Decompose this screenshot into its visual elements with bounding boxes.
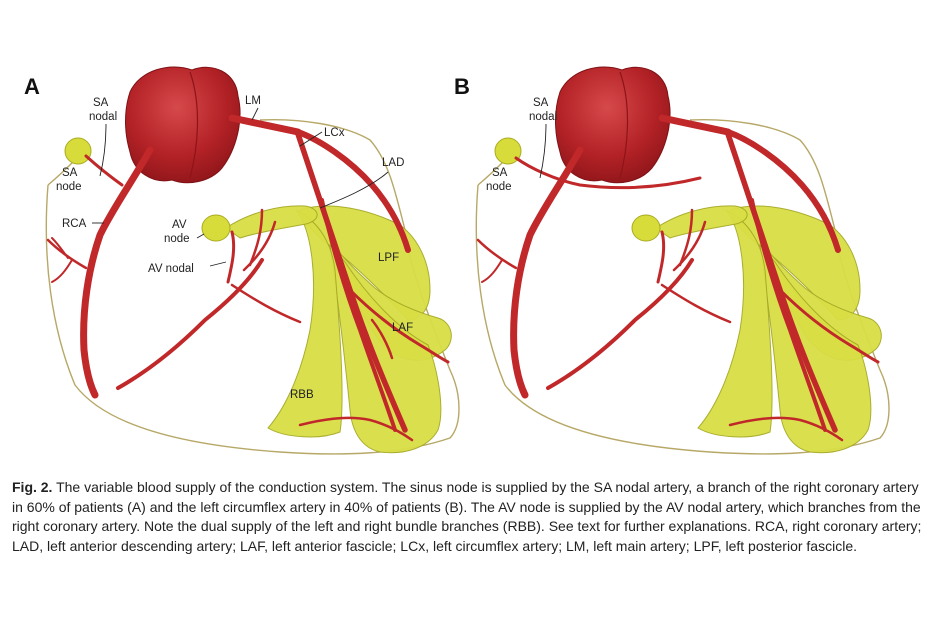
label-sa-node-a: SA node bbox=[56, 167, 82, 193]
leader-lad-a bbox=[319, 171, 389, 209]
rca-branch-b2 bbox=[481, 259, 503, 283]
conduction-system-figure: A SA bbox=[24, 66, 890, 455]
sa-node-a bbox=[64, 137, 92, 165]
rbb-fascicle-a bbox=[267, 209, 343, 438]
aorta-a bbox=[125, 66, 241, 184]
label-lm-a: LM bbox=[245, 95, 261, 107]
lm-artery-a bbox=[228, 114, 302, 136]
leader-sa-nodal-b bbox=[539, 123, 547, 179]
label-sa-nodal-b: SA nodal bbox=[529, 97, 557, 123]
lad-branch-b1 bbox=[750, 198, 827, 432]
label-av-node-a: AV node bbox=[164, 219, 190, 245]
caption-label: Fig. 2. bbox=[12, 479, 53, 495]
sa-nodal-artery-a bbox=[84, 154, 124, 187]
lad-branch-a4 bbox=[298, 416, 414, 442]
rca-artery-a bbox=[80, 146, 154, 399]
rca-artery-b bbox=[510, 146, 584, 399]
aorta-b bbox=[555, 66, 671, 184]
posterior-artery-b bbox=[546, 258, 694, 390]
posterior-artery-a bbox=[116, 258, 264, 390]
av-branch-a3 bbox=[230, 283, 302, 324]
label-lcx-a: LCx bbox=[324, 127, 345, 139]
av-node-a bbox=[201, 214, 231, 242]
av-branch-b2 bbox=[678, 208, 694, 267]
label-av-nodal-a: AV nodal bbox=[148, 263, 194, 275]
label-sa-nodal-a: SA nodal bbox=[89, 97, 117, 123]
sa-node-b bbox=[494, 137, 522, 165]
heart-outline-a bbox=[45, 118, 460, 455]
av-branch-b3 bbox=[660, 283, 732, 324]
rca-branch-a3 bbox=[51, 237, 69, 259]
rca-branch-a1 bbox=[46, 238, 88, 270]
label-lad-a: LAD bbox=[382, 157, 404, 169]
aorta-b-fold bbox=[619, 71, 629, 179]
lad-branch-a3 bbox=[370, 318, 394, 360]
label-rbb-a: RBB bbox=[290, 389, 314, 401]
leader-lcx-a bbox=[299, 131, 323, 147]
rca-branch-a2 bbox=[51, 259, 73, 283]
leader-av-nodal-a bbox=[209, 261, 227, 267]
av-nodal-artery-b bbox=[656, 230, 666, 284]
lad-branch-b2 bbox=[778, 288, 880, 364]
caption-text: The variable blood supply of the conduct… bbox=[12, 479, 922, 554]
heart-outline-b bbox=[475, 118, 890, 455]
panel-a-letter: A bbox=[24, 74, 40, 99]
figure-caption: Fig. 2. The variable blood supply of the… bbox=[12, 478, 932, 556]
label-rca-a: RCA bbox=[62, 218, 87, 230]
label-laf-a: LAF bbox=[392, 322, 413, 334]
panel-b-letter: B bbox=[454, 74, 470, 99]
av-branch-b1 bbox=[672, 220, 707, 272]
rca-branch-b1 bbox=[476, 238, 518, 270]
av-nodal-artery-a bbox=[226, 230, 236, 284]
panel-a: A SA bbox=[24, 66, 460, 455]
rbb-fascicle-b bbox=[697, 209, 773, 438]
av-node-b bbox=[631, 214, 661, 242]
lad-branch-b3 bbox=[728, 416, 844, 442]
panel-b: B SA nodal SA nod bbox=[454, 66, 890, 455]
lm-artery-b bbox=[658, 114, 732, 136]
aorta-a-fold bbox=[189, 71, 199, 179]
lad-branch-a2 bbox=[348, 288, 450, 364]
label-sa-node-b: SA node bbox=[486, 167, 512, 193]
label-lpf-a: LPF bbox=[378, 252, 399, 264]
leader-lm-a bbox=[251, 107, 259, 121]
av-branch-a1 bbox=[242, 220, 277, 272]
lcx-artery-b bbox=[725, 129, 841, 253]
sa-nodal-artery-b bbox=[514, 156, 702, 190]
av-branch-a2 bbox=[248, 208, 264, 267]
leader-av-node-a bbox=[196, 233, 205, 239]
lad-branch-a1 bbox=[320, 198, 397, 432]
leader-sa-nodal-a bbox=[99, 123, 107, 177]
lcx-artery-a bbox=[295, 129, 411, 253]
